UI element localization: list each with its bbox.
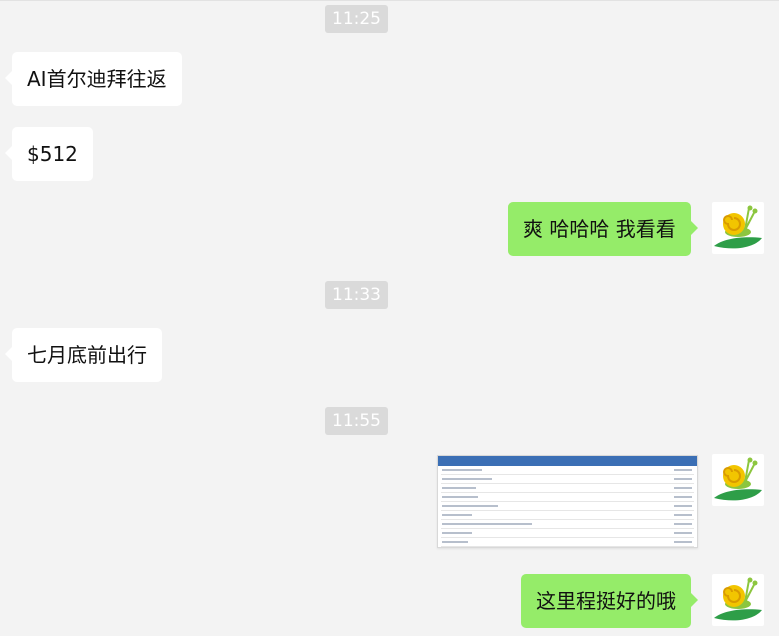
timestamp: 11:25 xyxy=(325,5,388,33)
image-row xyxy=(441,493,694,502)
message-text: 这里程挺好的哦 xyxy=(536,589,676,613)
message-bubble-outgoing[interactable]: 爽 哈哈哈 我看看 xyxy=(508,202,698,256)
avatar[interactable] xyxy=(712,574,764,626)
message-text: 爽 哈哈哈 我看看 xyxy=(523,217,676,241)
timestamp: 11:33 xyxy=(325,281,388,309)
message-bubble-outgoing[interactable]: 这里程挺好的哦 xyxy=(521,574,698,628)
avatar[interactable] xyxy=(712,454,764,506)
timestamp: 11:55 xyxy=(325,407,388,435)
message-text: AI首尔迪拜往返 xyxy=(27,67,167,91)
image-row xyxy=(441,520,694,529)
top-divider xyxy=(0,0,779,1)
message-bubble-incoming[interactable]: $512 xyxy=(5,127,93,181)
image-message-thumbnail[interactable] xyxy=(437,455,698,548)
message-text: 七月底前出行 xyxy=(27,343,147,367)
image-row xyxy=(441,511,694,520)
image-row xyxy=(441,502,694,511)
image-row xyxy=(441,484,694,493)
image-row xyxy=(441,475,694,484)
message-text: $512 xyxy=(27,142,78,166)
message-bubble-incoming[interactable]: 七月底前出行 xyxy=(5,328,162,382)
image-header-bar xyxy=(438,456,697,466)
image-row xyxy=(441,529,694,538)
image-row xyxy=(441,466,694,475)
message-bubble-incoming[interactable]: AI首尔迪拜往返 xyxy=(5,52,182,106)
image-row xyxy=(441,547,694,548)
snail-avatar-icon xyxy=(714,577,762,621)
snail-avatar-icon xyxy=(714,457,762,501)
image-row xyxy=(441,538,694,547)
snail-avatar-icon xyxy=(714,205,762,249)
avatar[interactable] xyxy=(712,202,764,254)
